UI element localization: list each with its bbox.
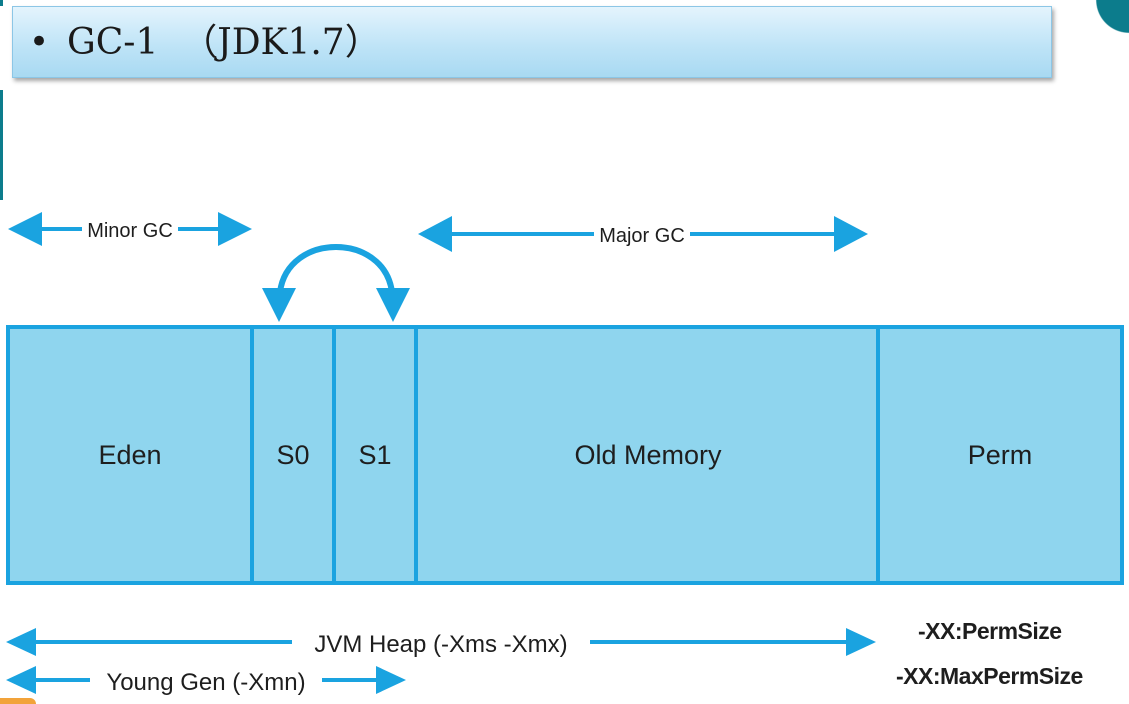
old-memory-label: Old Memory	[574, 439, 722, 470]
young-gen-arrow: Young Gen (-Xmn)	[6, 665, 406, 697]
minor-gc-label: Minor GC	[87, 220, 173, 242]
perm-region: Perm	[876, 325, 1124, 585]
eden-label: Eden	[98, 439, 162, 470]
title-bullet: •	[29, 22, 50, 62]
major-gc-label: Major GC	[599, 225, 685, 247]
slide-left-edge-top	[0, 0, 3, 6]
jvm-heap-label: JVM Heap (-Xms -Xmx)	[314, 631, 567, 658]
slide-corner-decoration	[1091, 0, 1129, 38]
jvm-heap-arrow: JVM Heap (-Xms -Xmx)	[6, 627, 876, 659]
s0-label: S0	[276, 439, 310, 470]
slide-bottom-badge	[0, 698, 36, 704]
young-gen-label: Young Gen (-Xmn)	[106, 669, 305, 696]
old-memory-region: Old Memory	[414, 325, 882, 585]
s1-label: S1	[358, 439, 392, 470]
perm-size-option: -XX:PermSize	[918, 618, 1062, 644]
survivor-swap-arrow	[262, 244, 410, 322]
max-perm-size-option: -XX:MaxPermSize	[896, 663, 1083, 689]
minor-gc-arrow: Minor GC	[8, 212, 252, 246]
eden-region: Eden	[6, 325, 254, 585]
slide-title: GC-1 （JDK1.7）	[67, 22, 381, 63]
s1-region: S1	[332, 325, 418, 585]
slide-left-edge	[0, 90, 3, 200]
slide-title-box: • GC-1 （JDK1.7）	[12, 6, 1052, 78]
major-gc-arrow: Major GC	[418, 216, 868, 252]
perm-label: Perm	[967, 439, 1033, 470]
